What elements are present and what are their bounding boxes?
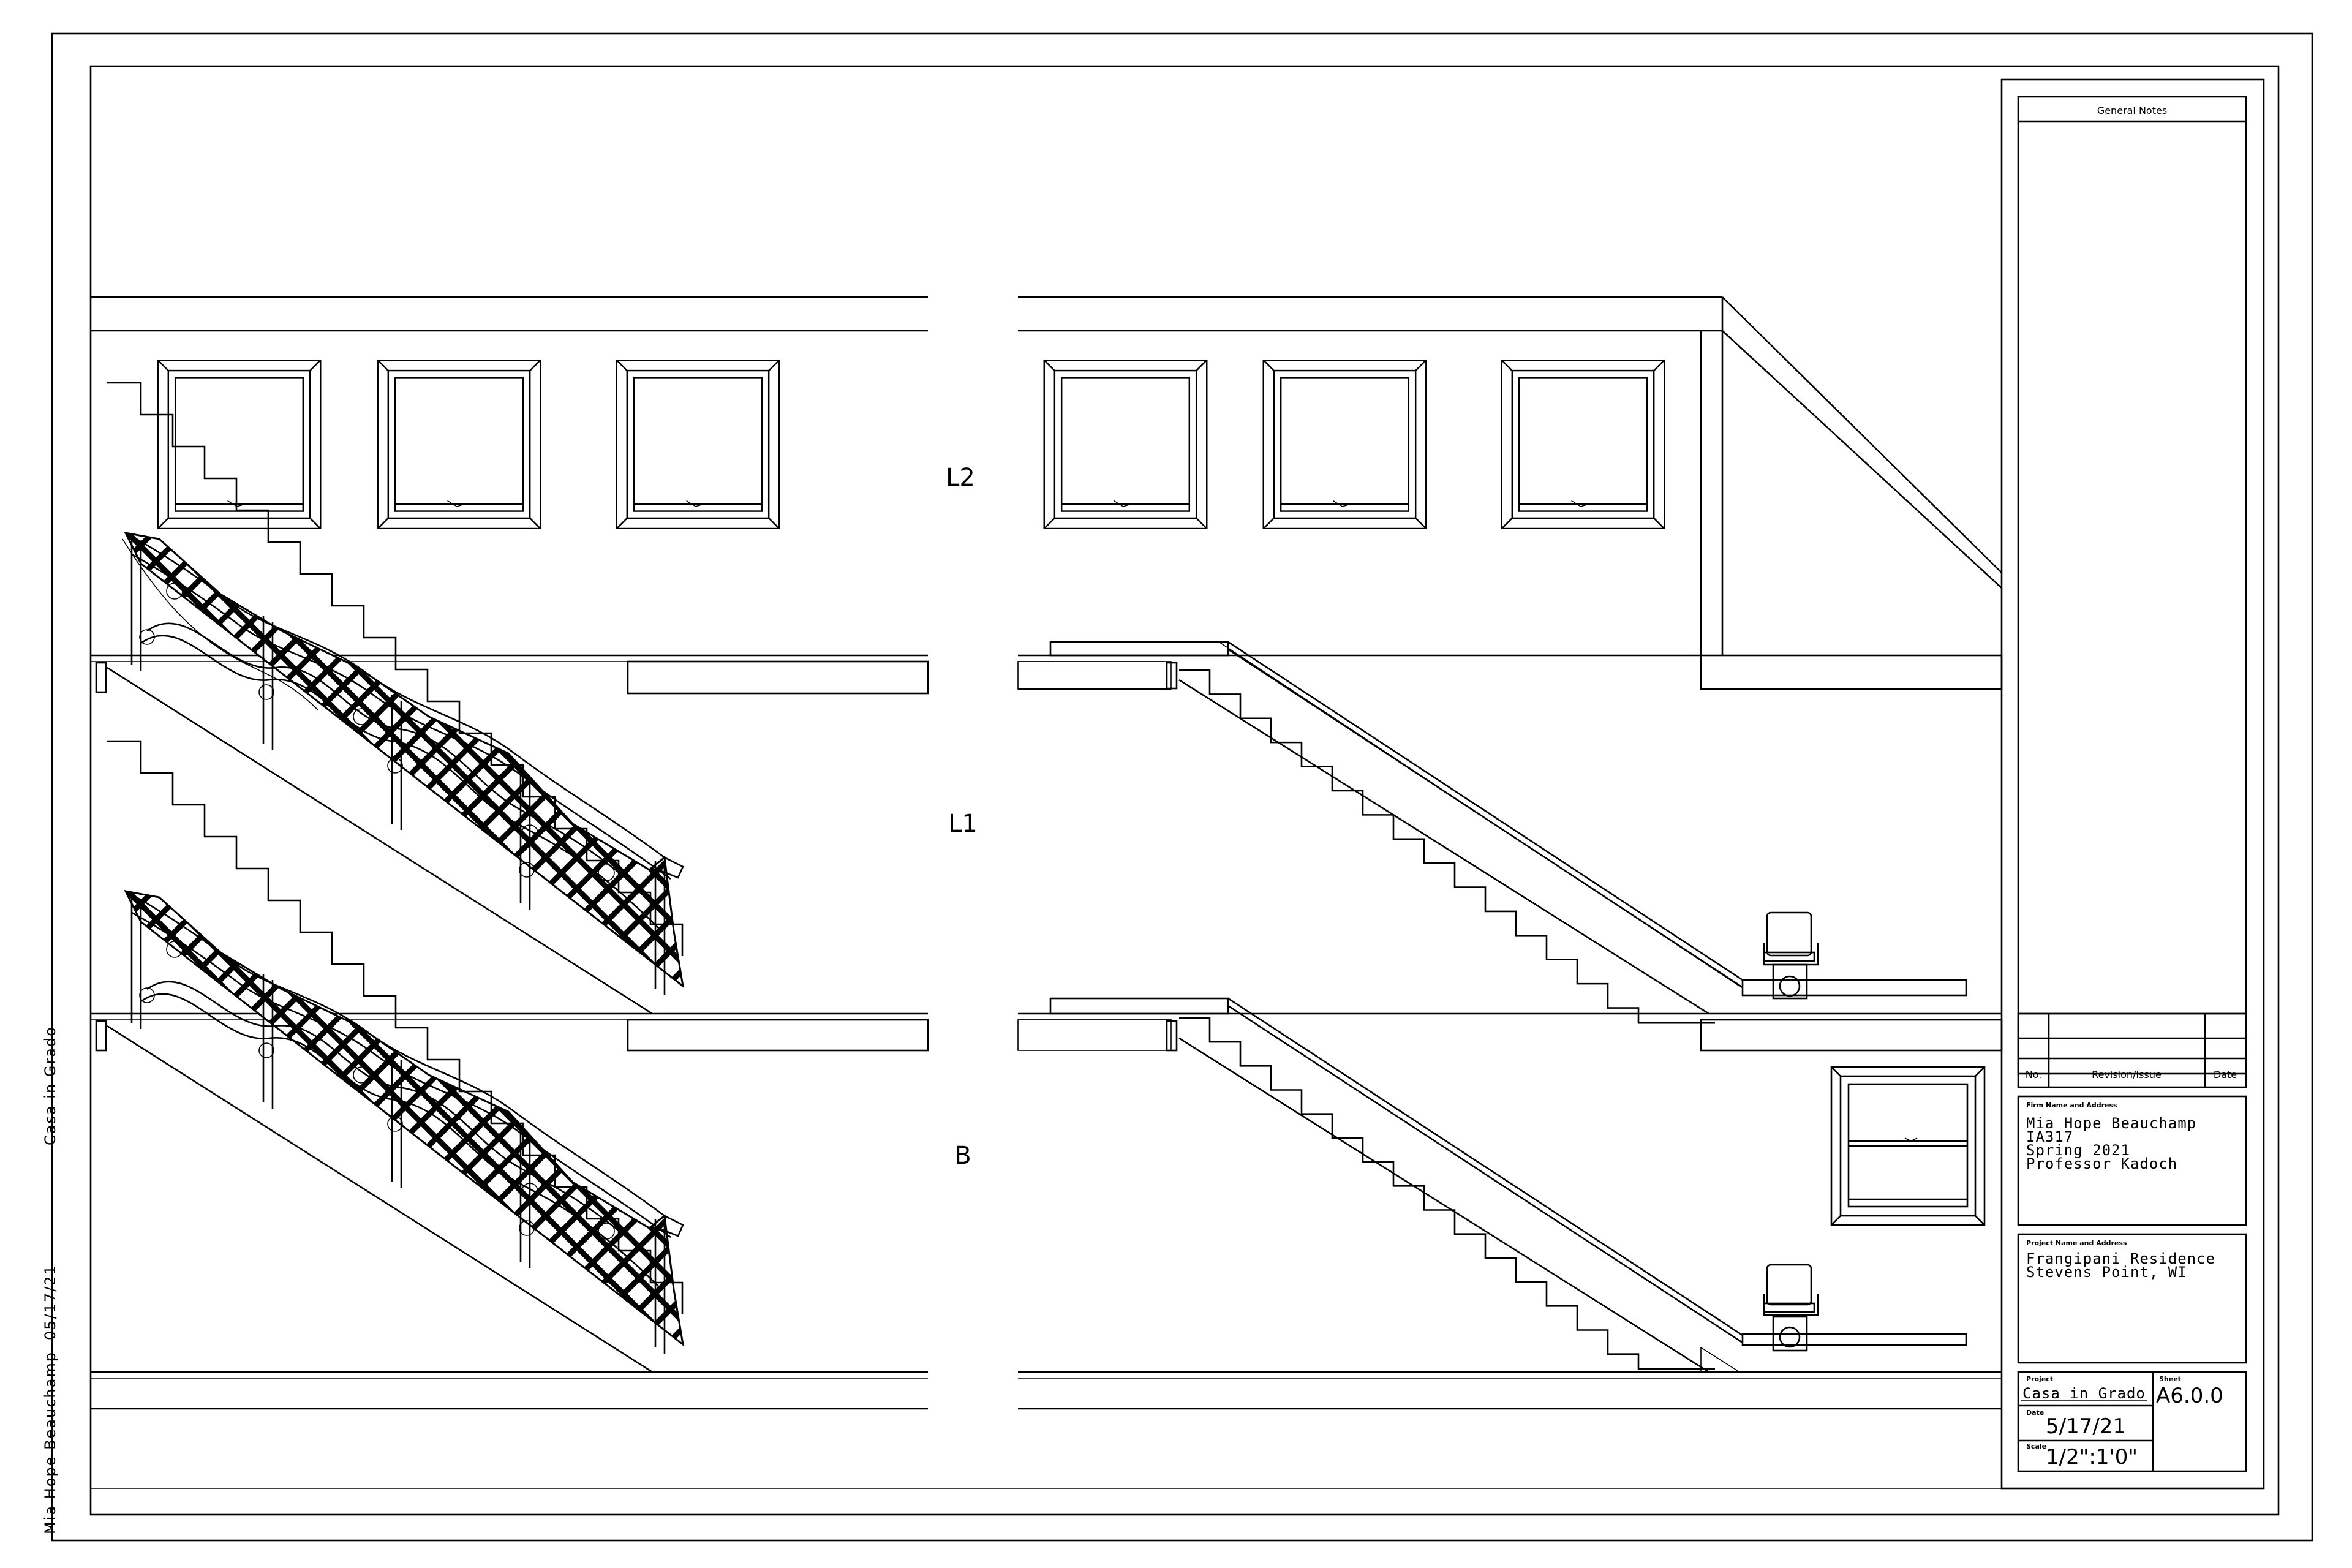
left-elevation bbox=[91, 296, 929, 1410]
inner-border bbox=[89, 65, 2280, 1516]
side-date: 05/17/21 bbox=[42, 1264, 59, 1340]
stair-lift-chair-lower bbox=[1763, 1264, 1819, 1352]
revision-issue-label: Revision/Issue bbox=[2092, 1069, 2162, 1080]
basement-window bbox=[1830, 1066, 1986, 1226]
project-info-line-1: Frangipani Residence bbox=[2026, 1250, 2215, 1267]
scale-label: Scale bbox=[2026, 1442, 2046, 1450]
stair-lift-chair-upper bbox=[1763, 911, 1819, 1000]
project-info-label: Project Name and Address bbox=[2026, 1239, 2127, 1247]
project-name: Casa in Grado bbox=[2022, 1385, 2146, 1402]
outer-border bbox=[51, 32, 2313, 1542]
left-window-1 bbox=[157, 360, 322, 529]
revision-no-label: No. bbox=[2026, 1069, 2042, 1080]
sheet-number: A6.0.0 bbox=[2156, 1384, 2223, 1408]
firm-line-4: Professor Kadoch bbox=[2026, 1155, 2177, 1172]
side-author: Mia Hope Beauchamp bbox=[42, 1351, 59, 1534]
left-stair-upper bbox=[107, 382, 685, 1015]
right-window-3 bbox=[1501, 360, 1665, 529]
project-info-line-2: Stevens Point, WI bbox=[2026, 1264, 2187, 1281]
date-value: 5/17/21 bbox=[2046, 1414, 2126, 1439]
title-block: General Notes No. Revision/Issue Date Fi… bbox=[2000, 78, 2265, 1490]
left-window-2 bbox=[377, 360, 541, 529]
firm-line-3: Spring 2021 bbox=[2026, 1142, 2130, 1159]
right-elevation bbox=[1017, 296, 2003, 1410]
general-notes-label: General Notes bbox=[2097, 105, 2167, 116]
level-label-l2: L2 bbox=[946, 464, 975, 492]
side-project-name: Casa in Grado bbox=[42, 1026, 59, 1145]
scale-value: 1/2":1'0" bbox=[2046, 1445, 2138, 1469]
revision-date-label: Date bbox=[2214, 1069, 2237, 1080]
level-label-b: B bbox=[954, 1142, 971, 1170]
firm-line-1: Mia Hope Beauchamp bbox=[2026, 1115, 2196, 1132]
firm-label: Firm Name and Address bbox=[2026, 1101, 2117, 1109]
date-label: Date bbox=[2026, 1409, 2044, 1417]
sheet-label: Sheet bbox=[2159, 1375, 2181, 1383]
left-stair-lower bbox=[107, 740, 685, 1373]
level-label-l1: L1 bbox=[948, 810, 978, 838]
right-window-1 bbox=[1043, 360, 1208, 529]
project-label: Project bbox=[2026, 1375, 2053, 1383]
left-window-3 bbox=[616, 360, 780, 529]
right-window-2 bbox=[1262, 360, 1427, 529]
firm-line-2: IA317 bbox=[2026, 1128, 2073, 1145]
